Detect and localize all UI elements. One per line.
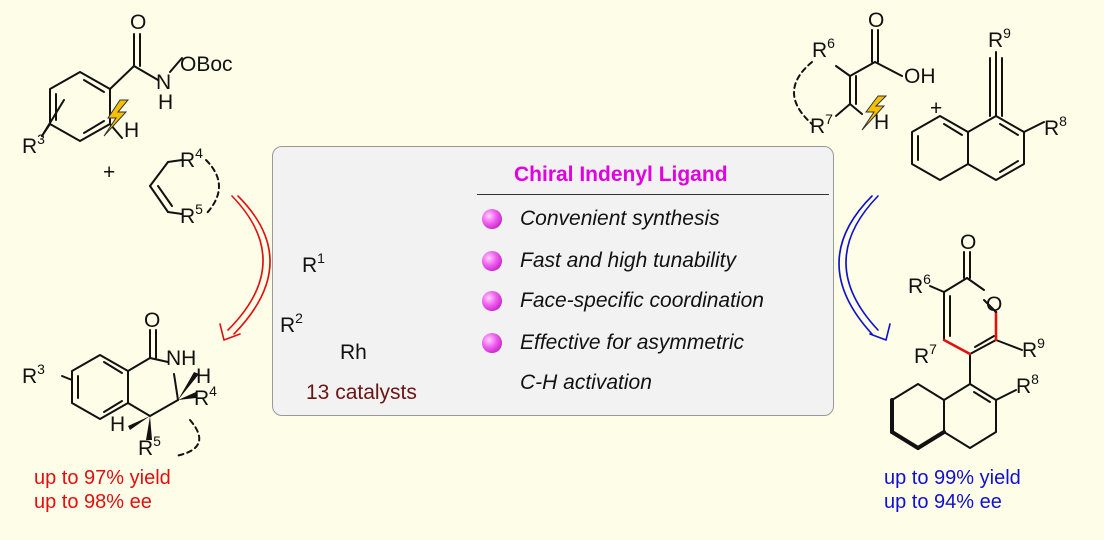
left-reaction-arrow	[219, 195, 271, 341]
product-oxygen: O	[144, 309, 161, 332]
r2-label: R2	[280, 310, 303, 337]
product-r3-label: R3	[22, 361, 45, 388]
r8-label: R8	[1044, 113, 1067, 140]
rh-label: Rh	[340, 341, 367, 364]
r4-label: R4	[180, 145, 203, 172]
product-wedge-bonds	[128, 372, 199, 440]
bullet-icon	[482, 251, 502, 271]
left-yield: up to 97% yield	[34, 467, 171, 489]
product-nh: NH	[166, 347, 197, 370]
product-hydrogen-2: H	[110, 413, 126, 436]
r7-label: R7	[810, 111, 833, 138]
right-yield: up to 99% yield	[884, 467, 1021, 489]
lightning-bolt-icon-right	[861, 95, 888, 131]
amide-hydrogen: H	[158, 91, 174, 114]
r6-label: R6	[812, 35, 835, 62]
panel-title: Chiral Indenyl Ligand	[514, 163, 728, 186]
product-r9-label: R9	[1022, 335, 1045, 362]
product-r8-label: R8	[1016, 371, 1039, 398]
feature-3: Face-specific coordination	[520, 289, 764, 312]
right-ee: up to 94% ee	[884, 491, 1002, 513]
lightning-bolt-icon	[103, 99, 130, 137]
plus-sign: +	[103, 161, 116, 184]
dihydroisoquinolinone-structure	[61, 329, 201, 457]
oboc-group: OBoc	[180, 53, 233, 76]
product-r5-label: R5	[138, 433, 161, 460]
pyranone-ring-oxygen: O	[986, 293, 1003, 316]
bullet-icon	[482, 209, 502, 229]
acrylic-acid-structure	[793, 29, 903, 125]
benzamide-structure	[41, 33, 183, 142]
acid-carbonyl-oxygen: O	[868, 9, 885, 32]
amide-oxygen: O	[130, 11, 147, 34]
right-reaction-arrow	[838, 195, 891, 341]
feature-1: Convenient synthesis	[520, 207, 720, 230]
product-hydrogen-1: H	[196, 365, 212, 388]
highlight-bonds	[942, 310, 998, 356]
ch-hydrogen: H	[124, 119, 140, 142]
amide-nitrogen: N	[156, 71, 172, 94]
r5-label: R5	[180, 201, 203, 228]
alkene-structure	[149, 159, 220, 215]
product-r4-label: R4	[194, 383, 217, 410]
feature-2: Fast and high tunability	[520, 249, 736, 272]
bullet-icon	[482, 291, 502, 311]
product-r6-label: R6	[908, 271, 931, 298]
naphthyl-alkyne-structure	[911, 51, 1045, 181]
feature-4-continued: C-H activation	[520, 371, 652, 394]
r3-label: R3	[22, 131, 45, 158]
r9-label: R9	[988, 25, 1011, 52]
catalyst-count: 13 catalysts	[306, 381, 417, 404]
feature-4: Effective for asymmetric	[520, 331, 745, 354]
r1-label: R1	[302, 250, 325, 277]
acid-ch-hydrogen: H	[874, 111, 890, 134]
bullet-icon	[482, 333, 502, 353]
title-divider	[477, 194, 829, 195]
pyranone-carbonyl-oxygen: O	[960, 231, 977, 254]
plus-sign-right: +	[930, 97, 943, 120]
ligand-info-panel	[272, 146, 834, 416]
product-r7-label: R7	[914, 341, 937, 368]
acid-hydroxyl: OH	[904, 65, 936, 88]
left-ee: up to 98% ee	[34, 491, 152, 513]
axial-bold-bonds	[890, 398, 946, 450]
